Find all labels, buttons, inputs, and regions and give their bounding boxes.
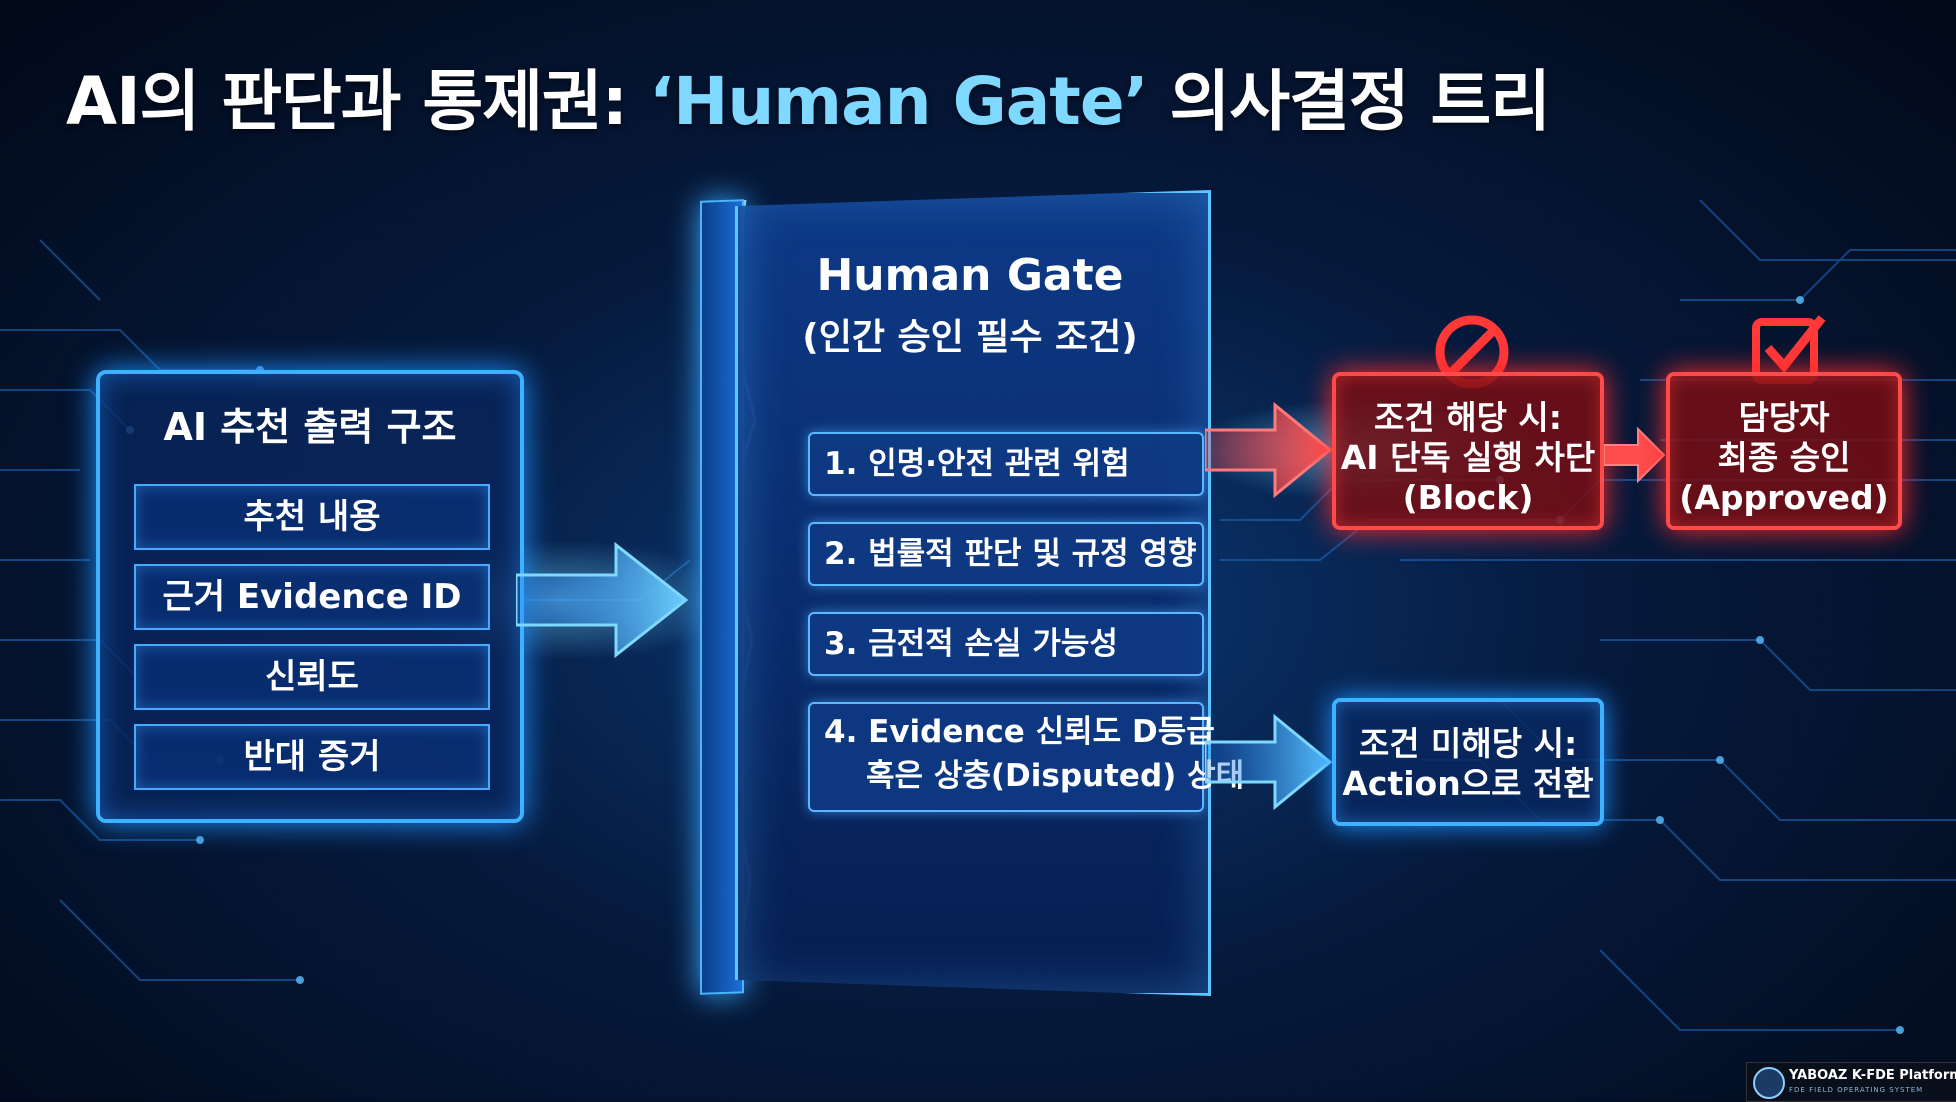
gate-condition-2: 2. 법률적 판단 및 규정 영향 <box>808 522 1204 586</box>
platform-logo: YABOAZ K-FDE Platform FDE FIELD OPERATIN… <box>1746 1062 1956 1102</box>
gate-title: Human Gate <box>816 250 1124 301</box>
approved-outcome-box: 담당자 최종 승인 (Approved) <box>1666 372 1902 530</box>
block-outcome-box: 조건 해당 시: AI 단독 실행 차단 (Block) <box>1332 372 1604 530</box>
gate-subtitle: (인간 승인 필수 조건) <box>802 317 1138 358</box>
human-gate-board <box>735 190 1211 996</box>
platform-logo-icon <box>1753 1067 1785 1099</box>
ai-output-structure-panel: AI 추천 출력 구조 추천 내용 근거 Evidence ID 신뢰도 반대 … <box>96 370 524 823</box>
action-outcome-box: 조건 미해당 시: Action으로 전환 <box>1332 698 1604 826</box>
output-structure-title: AI 추천 출력 구조 <box>163 405 457 449</box>
output-item-counter-evidence: 반대 증거 <box>134 724 490 790</box>
output-item-recommendation: 추천 내용 <box>134 484 490 550</box>
gate-condition-3: 3. 금전적 손실 가능성 <box>808 612 1204 676</box>
arrow-to-approved-icon <box>1604 426 1666 484</box>
output-item-evidence-id: 근거 Evidence ID <box>134 564 490 630</box>
platform-name: YABOAZ K-FDE Platform <box>1789 1068 1956 1083</box>
arrow-to-gate-icon <box>516 541 689 659</box>
arrow-to-block-icon <box>1205 401 1333 499</box>
arrow-to-action-icon <box>1205 713 1333 811</box>
platform-tagline: FDE FIELD OPERATING SYSTEM <box>1789 1086 1924 1094</box>
page-title: AI의 판단과 통제권: ‘Human Gate’ 의사결정 트리 <box>66 63 1551 140</box>
gate-condition-1: 1. 인명·안전 관련 위험 <box>808 432 1204 496</box>
output-item-confidence: 신뢰도 <box>134 644 490 710</box>
